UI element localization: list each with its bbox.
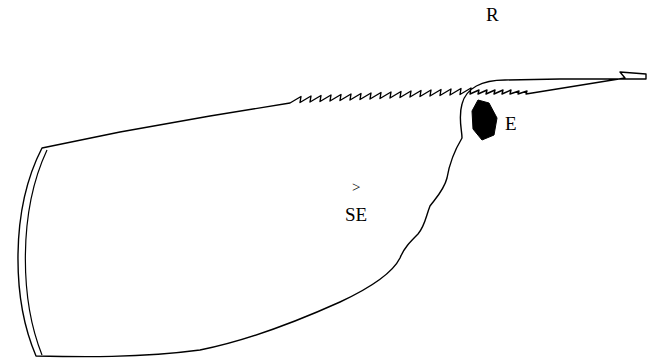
part-label: E xyxy=(505,114,517,133)
spine-marker: > xyxy=(352,180,360,195)
eye xyxy=(472,100,497,140)
part-label: SE xyxy=(345,205,367,224)
carapace-outline xyxy=(18,72,646,357)
posterior-margin-line xyxy=(25,150,47,355)
part-label: R xyxy=(486,5,499,24)
